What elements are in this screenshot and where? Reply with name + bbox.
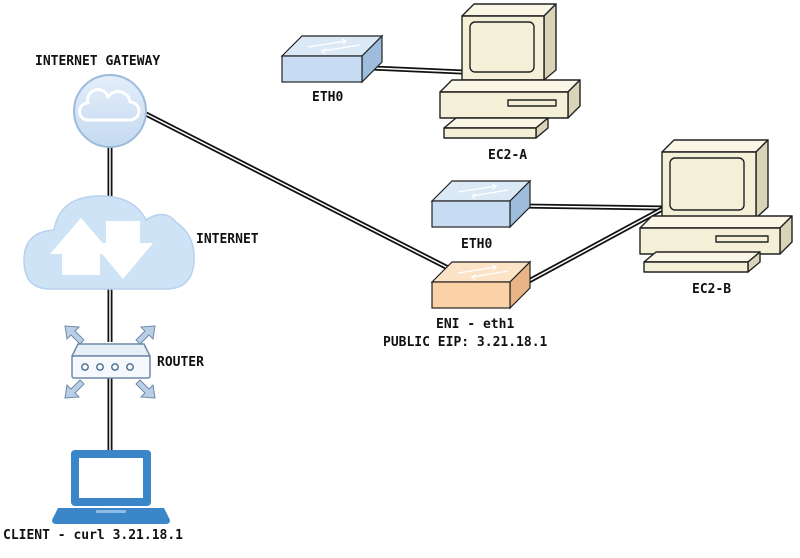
eni-switch-icon [430,260,532,310]
eth0-a-switch-icon [280,34,384,84]
eni-ip-label: PUBLIC EIP: 3.21.18.1 [383,335,548,350]
link-eni-ec2b [514,205,666,291]
link-eth0b-ec2b [521,203,663,211]
ec2-b-label: EC2-B [692,282,732,297]
eth0-a-label: ETH0 [312,90,344,105]
internet-gateway-label: INTERNET GATEWAY [35,54,161,69]
eni-label: ENI - eth1 [436,317,515,332]
ec2-a-label: EC2-A [488,148,528,163]
router-label: ROUTER [157,355,204,370]
internet-label: INTERNET [196,232,259,247]
link-gateway-eni [144,111,454,273]
ec2-b-computer-icon [639,139,793,273]
internet-cloud-icon [23,195,195,290]
eth0-b-switch-icon [430,179,532,229]
ec2-a-computer-icon [439,3,581,139]
eth0-b-label: ETH0 [461,237,493,252]
link-eth0a-ec2a [371,65,463,75]
client-label: CLIENT - curl 3.21.18.1 [3,528,184,543]
laptop-icon [52,450,170,524]
internet-gateway-icon [73,74,147,148]
router-icon [64,325,156,399]
